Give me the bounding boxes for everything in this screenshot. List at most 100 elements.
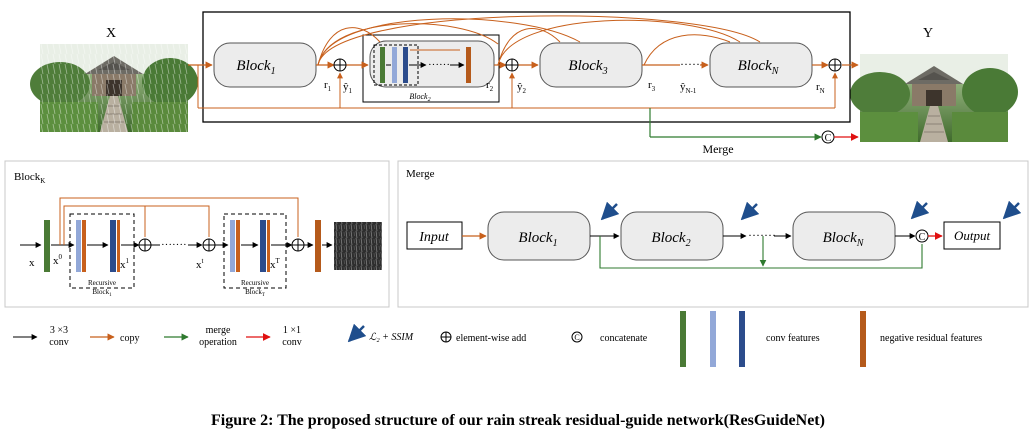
label-yn1: ŷN-1 [680,81,697,95]
blockk-x: x [29,257,35,269]
legend-conv3-l1: 3 ×3 [50,325,68,336]
loss-arrow-n [910,200,930,220]
blockk-conv-green [44,220,50,272]
conv-feature-darkblue [403,47,408,83]
figure-diagram: X Y Block1 ······ Block2 Block3 BlockN [4,11,1029,367]
merge-dots: ······· [748,228,776,242]
merge-label: Merge [702,142,733,156]
copy-curves [317,15,761,66]
merge-input-box [406,221,463,250]
legend-loss-text: ℒ₂ + SSIM [369,332,414,343]
block-n-label: BlockN [738,58,780,77]
legend-conv3-l2: conv [49,337,68,348]
recursive-block-1 [69,213,135,289]
blockk-dots: ······· [161,239,187,251]
label-r2: r2 [486,79,494,93]
blockk-xt: xt [196,257,204,271]
legend-bar-brown [860,311,866,367]
add-node-2 [505,58,519,72]
svg-text:C: C [919,232,926,243]
blockk-neg-residual [315,220,321,272]
conv-feature-lightblue [392,47,397,83]
output-image-label: Y [923,26,933,41]
merge-output-label: Output [954,228,991,243]
rb1-lightblue [76,220,81,272]
legend-loss-arrow [347,323,367,343]
legend-add-text: element-wise add [456,333,526,344]
label-rn: rN [816,81,825,95]
label-y1: ŷ1 [343,81,353,95]
loss-arrow-out [1002,200,1022,220]
blockk-panel: BlockK x x0 x1 Recursive Block1 ······· … [4,160,390,308]
legend-bar-green [680,311,686,367]
rb1-orange [82,220,86,272]
merge-title: Merge [406,168,435,180]
network-frame [202,11,851,123]
merge-input-label: Input [418,230,450,245]
legend-conv-features: conv features [766,333,820,344]
svg-text:C: C [825,133,832,144]
output-derained-image [849,53,1019,143]
rbt-orange-2 [267,220,270,272]
rec1-line2: Block1 [92,288,112,298]
block-2 [369,40,495,88]
legend-bar-darkblue [739,311,745,367]
block2-dots: ······ [428,59,450,71]
blockk-x0: x0 [53,253,63,267]
blockk-xT: xT [270,257,281,271]
add-node-n [828,58,842,72]
blockk-x1: x1 [120,257,130,271]
conv-feature-green [380,47,385,83]
legend-copy-text: copy [120,333,139,344]
legend-conv1-l1: 1 ×1 [283,325,301,336]
label-y2: ŷ2 [517,81,527,95]
legend-concat-text: concatenate [600,333,648,344]
rb1-darkblue [110,220,116,272]
merge-block-1-label: Block1 [518,230,557,249]
svg-text:C: C [574,333,579,342]
legend-neg-features: negative residual features [880,333,982,344]
rbt-darkblue [260,220,266,272]
legend-add-icon [440,331,452,343]
input-image-label: X [106,26,116,41]
top-dots: ······· [680,57,708,71]
legend-conv1-l2: conv [282,337,301,348]
legend-merge-l1: merge [206,325,231,336]
neg-residual-feature [466,47,471,83]
rec1-line1: Recursive [88,279,116,287]
blockk-add-T [291,238,305,252]
block-2-caption: Block2 [409,92,430,103]
legend-bar-lightblue [710,311,716,367]
legend: 3 ×3 conv copy merge operation 1 ×1 conv… [13,311,982,367]
legend-concat-icon: C [571,331,583,343]
concat-node: C [821,130,835,144]
blockk-title: BlockK [14,171,45,185]
legend-merge-l2: operation [199,337,237,348]
top-network: X Y Block1 ······ Block2 Block3 BlockN [29,11,1019,156]
figure-caption: Figure 2: The proposed structure of our … [211,412,825,429]
recursive-block-t [223,213,287,289]
loss-arrow-2 [740,201,760,221]
merge-panel: Merge Input Block1 Block2 ······· BlockN… [397,160,1029,308]
recT-line2: BlockT [245,288,265,298]
loss-arrow-1 [600,201,620,221]
rb1-orange-2 [117,220,120,272]
block-2-inner-dashed [373,44,419,86]
merge-green-lines [599,236,923,269]
blockk-frame [4,160,390,308]
recT-line1: Recursive [241,279,269,287]
loss-arrows [600,200,1022,221]
block-1-label: Block1 [236,58,275,77]
blockk-add-t [202,238,216,252]
merge-block-n-label: BlockN [823,230,865,249]
rbt-lightblue [230,220,235,272]
add-node-1 [333,58,347,72]
blockk-add-1 [138,238,152,252]
merge-output-box [943,221,1001,250]
rbt-orange [236,220,240,272]
label-r3: r3 [648,79,656,93]
rain-residual-image [334,222,382,270]
blockk-skips [59,197,299,245]
label-r1: r1 [324,79,332,93]
merge-block-2-label: Block2 [651,230,690,249]
